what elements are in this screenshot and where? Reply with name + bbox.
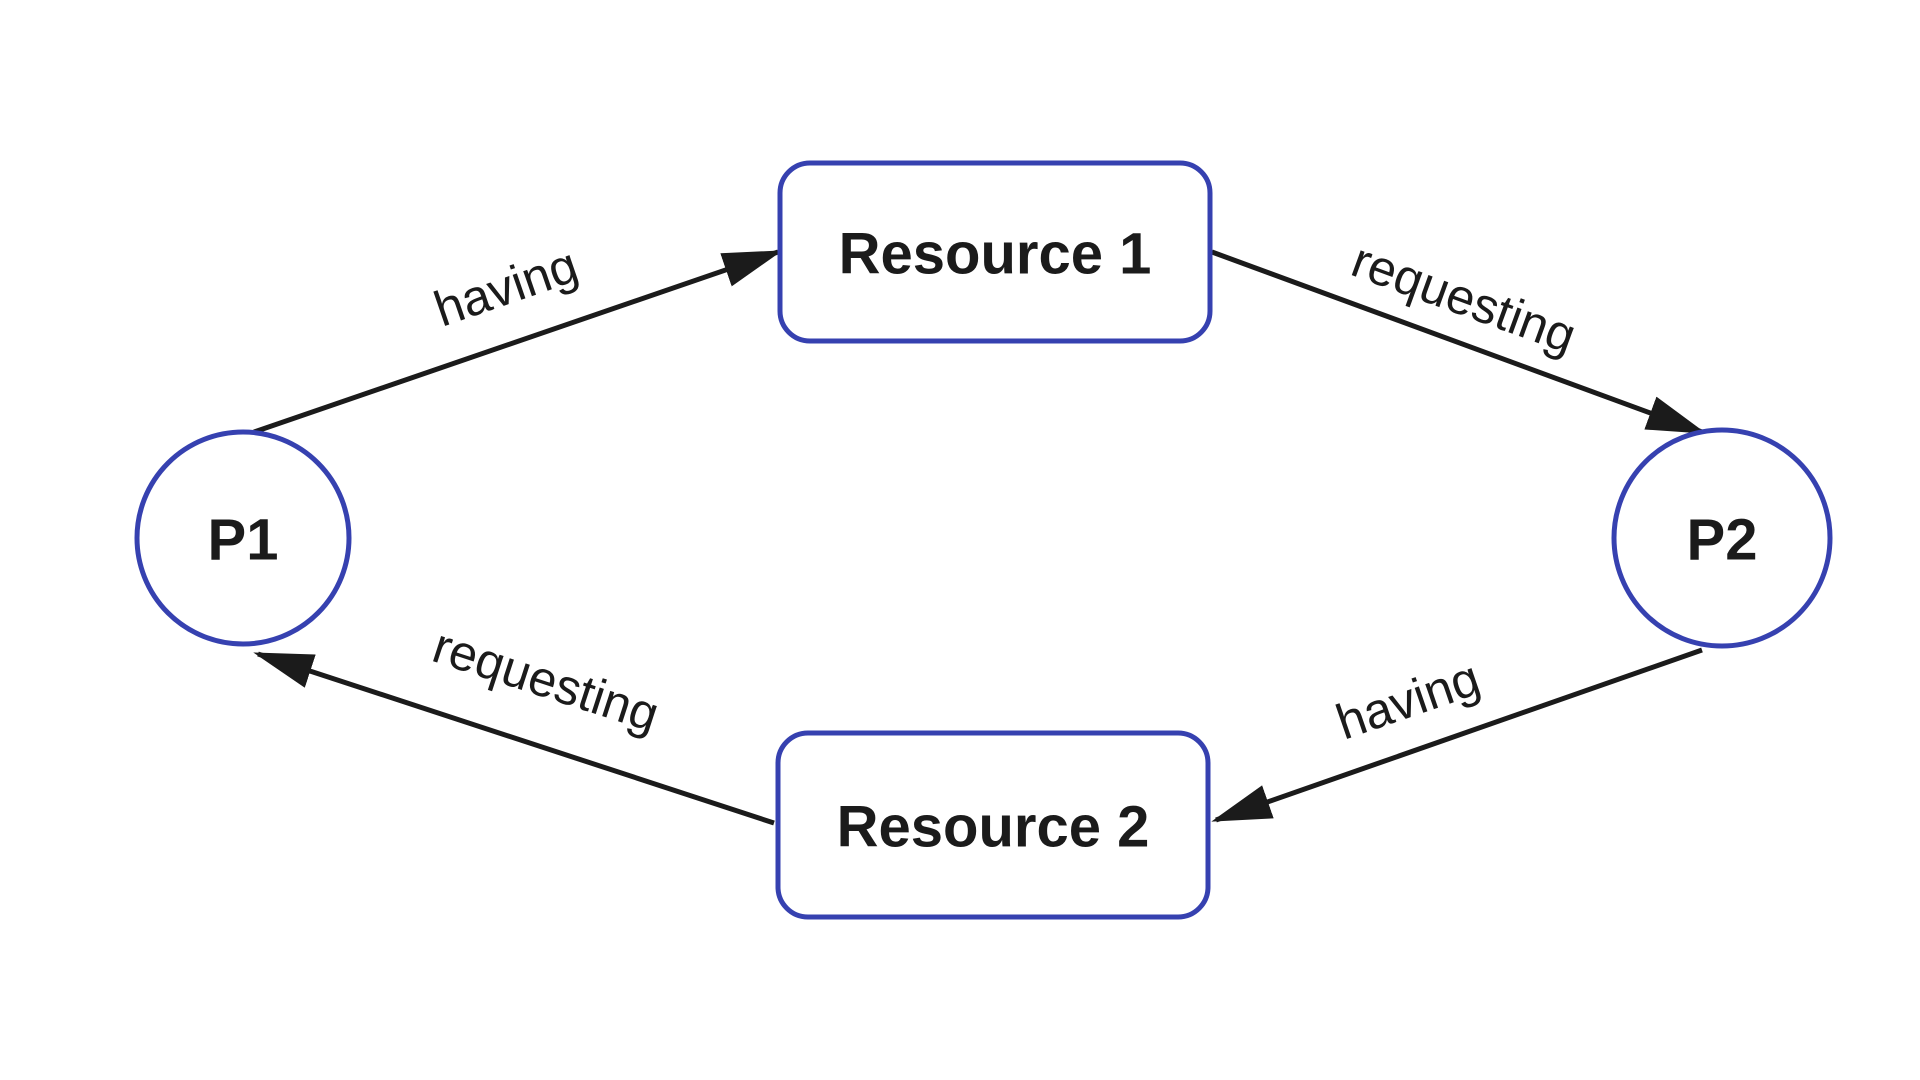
edge-resource1-to-p2 [1211,249,1707,435]
p2-label: P2 [1687,508,1758,573]
process-node-p1: P1 [134,429,352,647]
p1-label: P1 [208,508,279,573]
resource2-box [775,730,1211,920]
process-node-p2: P2 [1611,427,1833,649]
resource2-label: Resource 2 [837,795,1150,860]
p2-circle [1611,427,1833,649]
edge-p1-to-resource1 [253,249,783,435]
resource-node-r1: Resource 1 [777,160,1213,344]
resource1-box [777,160,1213,344]
resource-node-r2: Resource 2 [775,730,1211,920]
edge-label-requesting-bottom: requesting [426,617,665,742]
edge-label-having-top: having [427,237,585,338]
resource1-label: Resource 1 [839,222,1152,287]
edge-p2-to-resource2 [1211,647,1703,823]
edge-resource2-to-p1 [253,651,775,826]
p1-circle [134,429,352,647]
